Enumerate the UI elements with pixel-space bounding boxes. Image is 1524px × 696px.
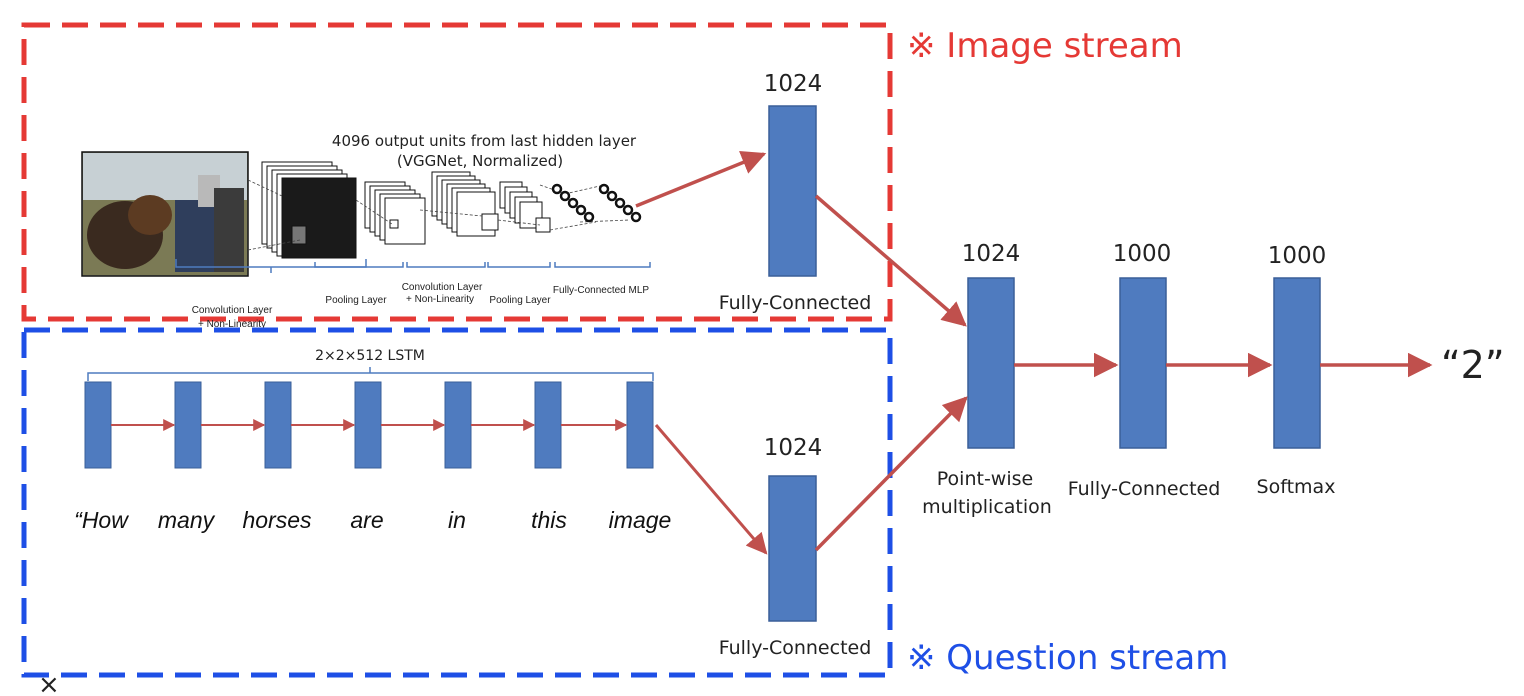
lstm-cell [174,381,202,469]
question-word: are [350,507,383,533]
question-fc-size: 1024 [764,435,823,461]
lstm-to-fc-arrow [654,424,768,555]
lstm-cell [534,381,562,469]
lstm-cell [626,381,654,469]
lstm-cells [84,381,654,469]
question-word: “How [74,507,129,533]
close-icon[interactable]: × [38,670,60,696]
question-word: in [448,507,466,533]
fusion-fc-block [1119,277,1167,449]
question-stream-box [21,327,893,678]
conv-feature-maps-1 [261,161,357,259]
fusion-block-label-3: Softmax [1257,476,1336,498]
cnn-to-fc-arrow [635,150,767,208]
fusion-block-label-1a: Point-wise [937,468,1033,490]
softmax-block [1273,277,1321,449]
cnn-stage-brackets [175,259,651,273]
lstm-cell [354,381,382,469]
question-word: image [609,507,672,533]
cnn-dashed-connections [247,179,631,251]
image-stream-box [21,22,893,322]
cnn-stage-label-5: + Non-Linearity [406,294,474,305]
cnn-stage-label-6: Pooling Layer [489,295,551,306]
lstm-cell [444,381,472,469]
question-word: horses [242,507,312,533]
fusion-block-size-3: 1000 [1268,243,1327,269]
cnn-stage-label-4: Convolution Layer [402,282,483,293]
fusion-block-size-2: 1000 [1113,241,1172,267]
input-photo [81,151,249,277]
fusion-block-size-1: 1024 [962,241,1021,267]
mlp-neurons [551,183,642,223]
question-stream-label: ※ Question stream [907,638,1228,678]
lstm-cell [264,381,292,469]
cnn-title-line1: 4096 output units from last hidden layer [332,132,637,150]
output-answer: “2” [1441,343,1505,387]
image-fc-size: 1024 [764,71,823,97]
question-fc-label: Fully-Connected [719,637,872,659]
fusion-arrows [814,194,1433,552]
image-fc-label: Fully-Connected [719,292,872,314]
pooling-feature-maps-1 [364,181,426,245]
cnn-stage-label-1: Convolution Layer [192,305,273,316]
cnn-stage-label-3: Pooling Layer [325,295,387,306]
cnn-title-line2: (VGGNet, Normalized) [397,152,563,170]
question-word: this [531,507,567,533]
fusion-block-label-1b: multiplication [922,496,1052,518]
lstm-cell [84,381,112,469]
fusion-block-label-2: Fully-Connected [1068,478,1221,500]
pointwise-mult-block [967,277,1015,449]
cnn-stage-label-7: Fully-Connected MLP [553,285,649,296]
image-fc-block [768,105,817,277]
question-fc-block [768,475,817,622]
question-word: many [158,507,216,533]
lstm-label: 2×2×512 LSTM [315,348,425,364]
image-stream-label: ※ Image stream [907,26,1183,66]
cnn-stage-label-2: + Non-Linearity [198,319,266,330]
conv-feature-maps-2 [431,171,499,237]
lstm-bracket [87,367,654,381]
pooling-feature-maps-2 [499,181,551,233]
